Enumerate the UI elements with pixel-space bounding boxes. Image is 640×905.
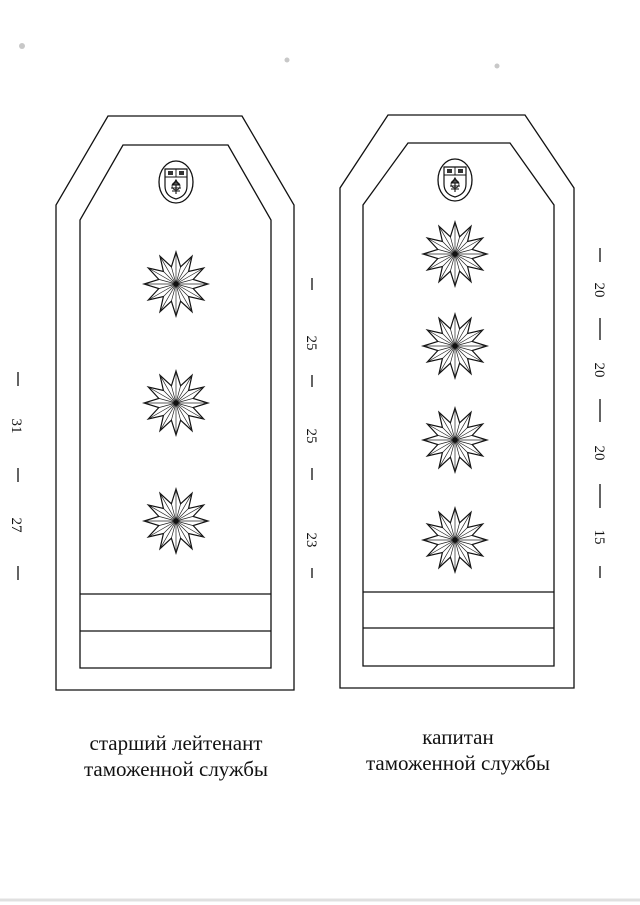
rank-title: капитан (422, 725, 494, 749)
star-icon (422, 507, 488, 573)
dimension-label: 31 (8, 419, 24, 434)
dimension-label: 20 (591, 363, 607, 378)
rank-title: старший лейтенант (89, 731, 263, 755)
shoulder-board-left (55, 115, 295, 691)
dimension-label: 27 (8, 518, 24, 534)
star-icon (422, 407, 488, 473)
board-outer-outline (55, 115, 295, 691)
left-stars (143, 251, 209, 554)
shoulder-board-right (339, 114, 575, 689)
scan-marks (19, 43, 500, 69)
service-title: таможенной службы (365, 751, 551, 775)
star-icon (143, 370, 209, 436)
dimension-label: 20 (591, 446, 607, 461)
caption-right: капитан таможенной службы (338, 724, 578, 776)
board-inner-outline (79, 144, 272, 669)
star-icon (143, 488, 209, 554)
dimension-label: 23 (303, 533, 319, 548)
service-title: таможенной службы (83, 757, 269, 781)
star-icon (422, 313, 488, 379)
dimension-label: 25 (303, 336, 319, 351)
board-outer-outline (339, 114, 575, 689)
star-icon (422, 221, 488, 287)
star-icon (143, 251, 209, 317)
right-stars (422, 221, 488, 573)
dimension-label: 20 (591, 283, 607, 298)
dimension-label: 25 (303, 429, 319, 444)
emblem-icon (158, 160, 194, 204)
dimension-label: 15 (591, 530, 607, 545)
caption-left: старший лейтенант таможенной службы (56, 730, 296, 782)
board-inner-outline (362, 142, 555, 667)
emblem-icon (437, 158, 473, 202)
